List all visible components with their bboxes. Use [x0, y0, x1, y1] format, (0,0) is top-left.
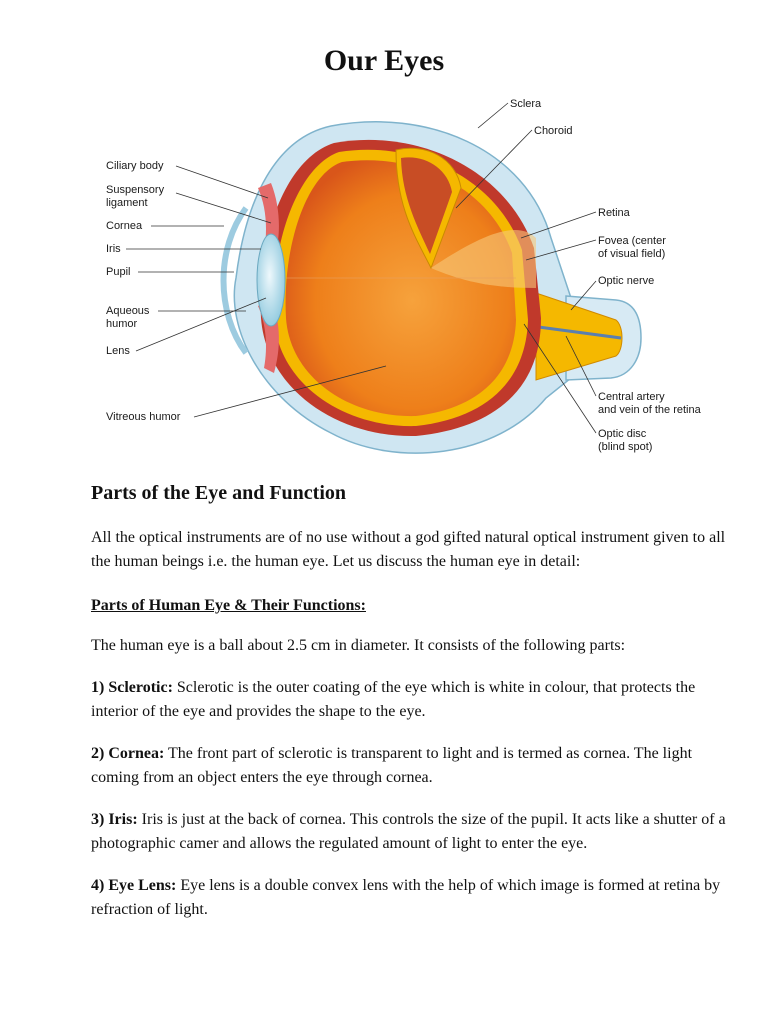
label-suspensory-1: Suspensory [106, 184, 165, 196]
right-labels: Sclera Choroid Retina Fovea (center of v… [455, 98, 702, 453]
label-fovea-1: Fovea (center [598, 235, 666, 247]
part-iris: 3) Iris: Iris is just at the back of cor… [91, 808, 731, 856]
label-disc-2: (blind spot) [598, 441, 652, 453]
intro-paragraph: All the optical instruments are of no us… [91, 529, 726, 570]
lens-shape [256, 233, 286, 327]
label-retina: Retina [598, 207, 631, 219]
overview-paragraph: The human eye is a ball about 2.5 cm in … [91, 637, 626, 654]
part-eye-lens: 4) Eye Lens: Eye lens is a double convex… [91, 874, 731, 922]
label-pupil: Pupil [106, 266, 130, 278]
label-choroid: Choroid [534, 125, 573, 137]
label-ciliary-body: Ciliary body [106, 160, 164, 172]
label-lens: Lens [106, 345, 130, 357]
left-labels: Ciliary body Suspensory ligament Cornea … [106, 160, 387, 423]
part-term: 2) Cornea: [91, 745, 165, 762]
label-vitreous-humor: Vitreous humor [106, 411, 181, 423]
part-term: 3) Iris: [91, 811, 138, 828]
label-suspensory-2: ligament [106, 197, 148, 209]
part-text: Eye lens is a double convex lens with th… [91, 877, 721, 918]
label-fovea-2: of visual field) [598, 248, 665, 260]
label-aqueous-1: Aqueous [106, 305, 150, 317]
label-iris: Iris [106, 243, 121, 255]
part-term: 4) Eye Lens: [91, 877, 177, 894]
label-aqueous-2: humor [106, 318, 138, 330]
subheading: Parts of Human Eye & Their Functions: [91, 597, 366, 614]
part-text: The front part of sclerotic is transpare… [91, 745, 693, 786]
optic-nerve-shape [535, 292, 623, 381]
section-heading: Parts of the Eye and Function [91, 482, 346, 504]
eye-diagram: Ciliary body Suspensory ligament Cornea … [96, 88, 726, 458]
cornea-shape [220, 206, 249, 355]
label-artery-2: and vein of the retina [598, 404, 702, 416]
label-artery-1: Central artery [598, 391, 665, 403]
part-sclerotic: 1) Sclerotic: Sclerotic is the outer coa… [91, 676, 731, 724]
label-sclera: Sclera [510, 98, 542, 110]
label-optic-nerve: Optic nerve [598, 275, 654, 287]
part-cornea: 2) Cornea: The front part of sclerotic i… [91, 742, 731, 790]
vitreous-body [285, 160, 516, 417]
label-disc-1: Optic disc [598, 428, 647, 440]
part-term: 1) Sclerotic: [91, 679, 173, 696]
label-cornea: Cornea [106, 220, 143, 232]
eye-anatomy-illustration: Ciliary body Suspensory ligament Cornea … [106, 98, 702, 454]
part-text: Sclerotic is the outer coating of the ey… [91, 679, 696, 720]
page-title: Our Eyes [323, 44, 445, 77]
part-text: Iris is just at the back of cornea. This… [91, 811, 726, 852]
